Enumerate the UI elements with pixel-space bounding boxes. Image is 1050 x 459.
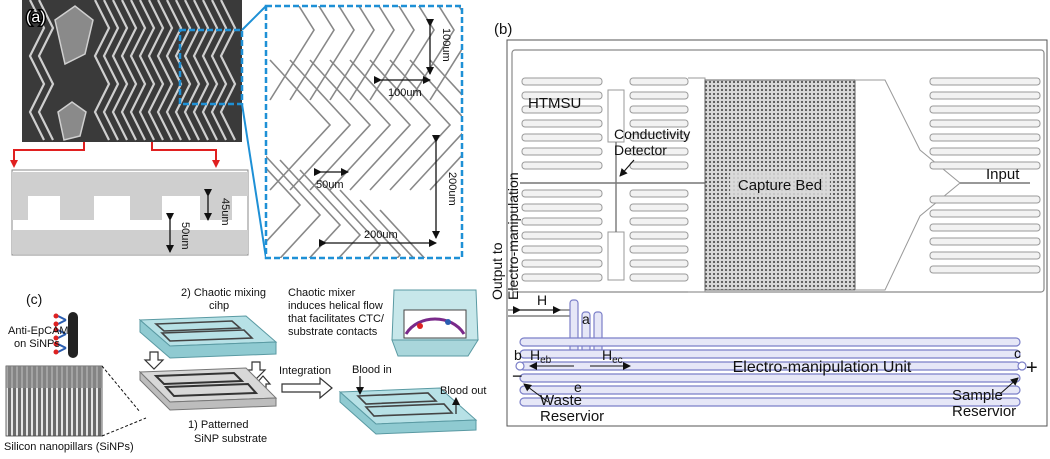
panel-c: (c) Anti-EpCAM on SiNPs Silicon nanopill… <box>4 287 486 453</box>
integration-label: Integration <box>279 365 331 377</box>
integration-arrow <box>281 376 333 400</box>
mixer-label-line4: substrate contacts <box>288 326 378 338</box>
sample-label-line2: Reservior <box>952 403 1016 420</box>
sample-label-line1: Sample <box>952 387 1003 404</box>
electro-manipulation-unit: H a b c e Heb Hec Electro-manipulation U… <box>508 292 1038 425</box>
integrated-device <box>338 376 478 435</box>
h-eb-sub: eb <box>540 355 552 366</box>
capture-bed-label: Capture Bed <box>738 177 822 194</box>
antibody-label-line1: Anti-EpCAM <box>8 325 69 337</box>
waste-label-line1: Waste <box>540 392 582 409</box>
panel-c-label: (c) <box>26 291 42 307</box>
depth-45-label: 45um <box>219 198 231 226</box>
h-eb-label: Heb <box>530 347 552 366</box>
dim-100um-vertical: 100um <box>440 28 452 62</box>
panel-a-label: (a) <box>26 9 46 26</box>
dim-200um-vertical: 200um <box>446 172 458 206</box>
antibody-label-line2: on SiNPs <box>14 338 60 350</box>
h-ec-main: H <box>602 347 612 363</box>
point-b-label: b <box>514 347 522 363</box>
unit-label: Electro-manipulation Unit <box>733 359 912 376</box>
mixer-label-line3: that facilitates CTC/ <box>288 313 385 325</box>
point-c-label: c <box>1014 345 1021 361</box>
minus-sign: − <box>512 366 523 386</box>
h-label: H <box>537 292 547 308</box>
zoomed-herringbone: 100um 100um 50um 200um 200um <box>264 4 464 260</box>
pattern-label-line2: SiNP substrate <box>194 433 267 445</box>
patterned-substrate <box>138 367 278 411</box>
h-ec-sub: ec <box>612 355 623 366</box>
chip-label-line2: cihp <box>209 300 229 312</box>
helical-flow-inset <box>391 289 479 357</box>
mixing-chip <box>138 315 278 359</box>
zoom-line-top <box>241 5 267 31</box>
detector-arrow <box>619 159 635 177</box>
zoom-region-box <box>178 28 244 106</box>
waste-label-line2: Reservior <box>540 408 604 425</box>
mixer-label-line1: Chaotic mixer <box>288 287 356 299</box>
blood-out-label: Blood out <box>440 385 486 397</box>
assembly-arrows <box>143 351 272 393</box>
conductivity-label: Conductivity <box>614 126 690 142</box>
panel-b: (b) <box>489 21 1048 427</box>
point-a-label: a <box>582 311 590 327</box>
pattern-label-line1: 1) Patterned <box>188 419 249 431</box>
antibody-icon <box>53 312 78 358</box>
blood-in-label: Blood in <box>352 364 392 376</box>
dim-100um-horizontal: 100um <box>388 87 422 99</box>
zoom-line-bottom <box>241 103 267 259</box>
sem-micrograph: (a) <box>22 0 242 142</box>
mixer-label-line2: induces helical flow <box>288 300 383 312</box>
cross-section-bracket <box>10 142 220 168</box>
point-e-label: e <box>574 379 582 395</box>
h-ec-label: Hec <box>602 347 623 366</box>
channel-cross-section: 45um 50um <box>11 169 249 256</box>
htmsu-label: HTMSU <box>528 95 581 112</box>
output-label-line2: Electro-manipulation <box>505 172 521 300</box>
htmsu-outline <box>511 49 1045 293</box>
h-eb-main: H <box>530 347 540 363</box>
dim-200um-horizontal: 200um <box>364 229 398 241</box>
depth-50-label: 50um <box>179 222 191 250</box>
detector-label: Detector <box>614 142 667 158</box>
input-label: Input <box>986 166 1020 183</box>
chip-label-line1: 2) Chaotic mixing <box>181 287 266 299</box>
right-serpentine-channels <box>929 77 1041 274</box>
panel-b-label: (b) <box>494 21 512 38</box>
dim-50um-label: 50um <box>316 179 344 191</box>
panel-a: (a) 45um 50um <box>10 0 464 260</box>
sinp-label: Silicon nanopillars (SiNPs) <box>4 441 134 453</box>
plus-sign: + <box>1026 357 1038 379</box>
output-label-line1: Output to <box>489 242 505 300</box>
